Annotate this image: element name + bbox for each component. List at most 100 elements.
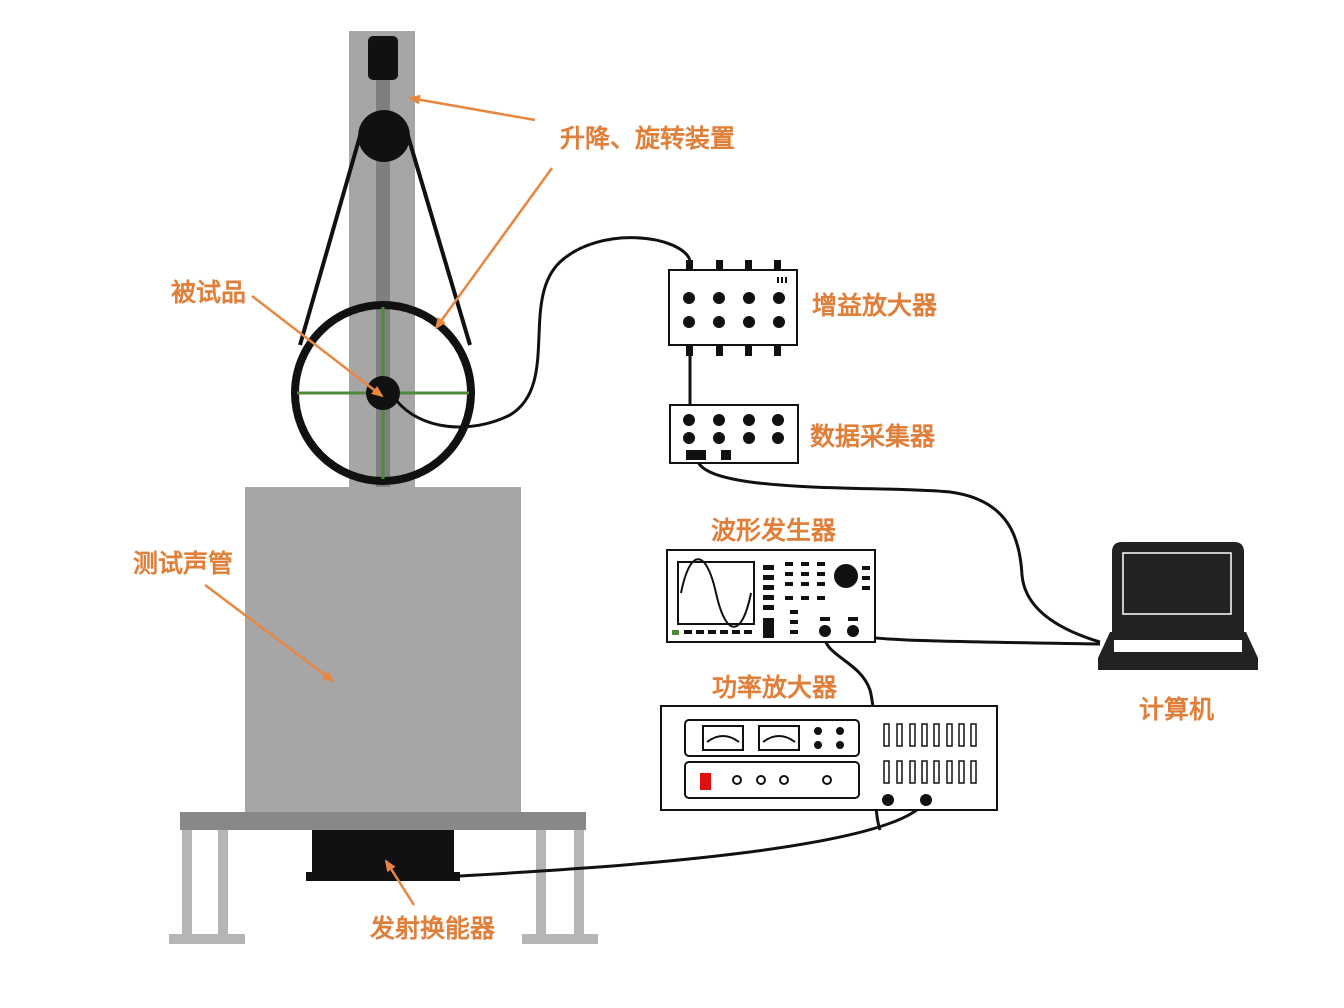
daq-port	[721, 450, 731, 460]
label-power-amplifier: 功率放大器	[712, 673, 838, 702]
gain-knob	[743, 292, 755, 304]
label-specimen: 被试品	[171, 278, 246, 307]
gain-knob	[713, 316, 725, 328]
gain-switch	[777, 277, 779, 283]
control-knob	[822, 775, 832, 785]
daq-port	[686, 450, 706, 460]
control-knob	[779, 775, 789, 785]
laptop-icon	[1098, 542, 1258, 670]
cable-daq-to-computer	[695, 457, 1101, 644]
test-tube-assembly	[169, 31, 598, 944]
gain-pin	[686, 260, 693, 271]
control-panel	[684, 761, 860, 799]
table-foot-right	[522, 934, 598, 944]
belt-left	[298, 135, 362, 346]
daq-knob	[683, 432, 695, 444]
label-computer: 计算机	[1139, 695, 1214, 724]
daq-knob	[772, 414, 784, 426]
gain-knob	[713, 292, 725, 304]
daq-knob	[743, 432, 755, 444]
arrow-to-tube	[204, 584, 335, 683]
meter-knob	[836, 727, 844, 735]
label-waveform-generator: 波形发生器	[711, 516, 837, 545]
vent-slots	[883, 723, 977, 784]
sine-wave-icon	[680, 558, 752, 628]
wavegen-key-grid	[785, 562, 858, 634]
meter-needle-arc	[706, 735, 740, 743]
gain-knob	[683, 292, 695, 304]
gain-knob	[743, 316, 755, 328]
gain-pin	[745, 344, 752, 356]
cable-wavegen-to-computer	[851, 630, 1101, 646]
label-lift-rotate-device: 升降、旋转装置	[560, 124, 735, 153]
meter-knob	[836, 741, 844, 749]
gain-switch	[781, 277, 783, 283]
control-knob	[756, 775, 766, 785]
daq-knob	[772, 432, 784, 444]
gain-knob	[773, 316, 785, 328]
wavegen-power-switch	[763, 618, 774, 638]
arrow-to-specimen	[251, 295, 384, 398]
gain-pin	[745, 260, 752, 271]
motor-block	[368, 36, 398, 80]
meter-left	[702, 725, 744, 751]
table-leg-right-b	[574, 830, 584, 936]
laptop-keyboard	[1114, 640, 1242, 652]
wavegen-output-port	[819, 625, 831, 637]
meter-right	[758, 725, 800, 751]
table-leg-left-a	[182, 830, 192, 936]
specimen-hub	[366, 376, 400, 410]
power-amp-input-port	[882, 794, 894, 806]
label-gain-amplifier: 增益放大器	[812, 291, 938, 320]
label-test-tube: 测试声管	[133, 549, 233, 578]
meter-needle-arc	[762, 735, 796, 743]
waveform-generator-device	[666, 549, 876, 643]
support-table	[180, 812, 586, 830]
power-amplifier-device	[660, 705, 998, 811]
power-indicator	[700, 773, 711, 790]
transducer-base	[306, 872, 460, 881]
belt-right	[406, 135, 472, 346]
wavegen-dial	[834, 564, 858, 588]
annotation-arrows	[204, 94, 554, 906]
label-transmit-transducer: 发射换能器	[369, 914, 496, 943]
daq-knob	[713, 432, 725, 444]
gain-pin	[716, 260, 723, 271]
specimen-holder	[291, 301, 475, 485]
labels: 升降、旋转装置 被试品 测试声管 发射换能器 增益放大器 数据采集器 波形发生器…	[133, 124, 1214, 943]
gain-amplifier-device	[668, 260, 798, 356]
table-foot-left	[169, 934, 245, 944]
wavegen-side-keys	[862, 566, 870, 590]
data-acquisition-device	[669, 404, 799, 464]
arrow-to-transducer	[384, 859, 416, 906]
gain-pin	[686, 344, 693, 356]
gain-switch	[785, 277, 787, 283]
daq-knob	[713, 414, 725, 426]
meter-knob	[814, 727, 822, 735]
laptop-screen	[1122, 552, 1232, 615]
gain-pin	[774, 344, 781, 356]
daq-knob	[683, 414, 695, 426]
wavegen-led	[672, 630, 679, 635]
transducer-body	[312, 830, 454, 876]
arrow-to-column	[408, 94, 536, 122]
label-data-acquisition: 数据采集器	[810, 422, 936, 451]
gain-amplifier-box	[668, 269, 798, 346]
specimen-ring	[291, 301, 475, 485]
meter-knob	[814, 741, 822, 749]
gain-knob	[683, 316, 695, 328]
daq-knob	[743, 414, 755, 426]
table-leg-left-b	[218, 830, 228, 936]
gain-pin	[774, 260, 781, 271]
tube-body	[245, 487, 521, 813]
table-leg-right-a	[536, 830, 546, 936]
wavegen-key-column-1	[763, 565, 774, 610]
pulley	[358, 110, 410, 162]
cable-poweramp-to-transducer	[459, 799, 928, 878]
power-amp-output-port	[920, 794, 932, 806]
arrow-to-belt	[434, 167, 554, 330]
control-knob	[732, 775, 742, 785]
cable-specimen-to-gain-amp	[394, 236, 692, 429]
